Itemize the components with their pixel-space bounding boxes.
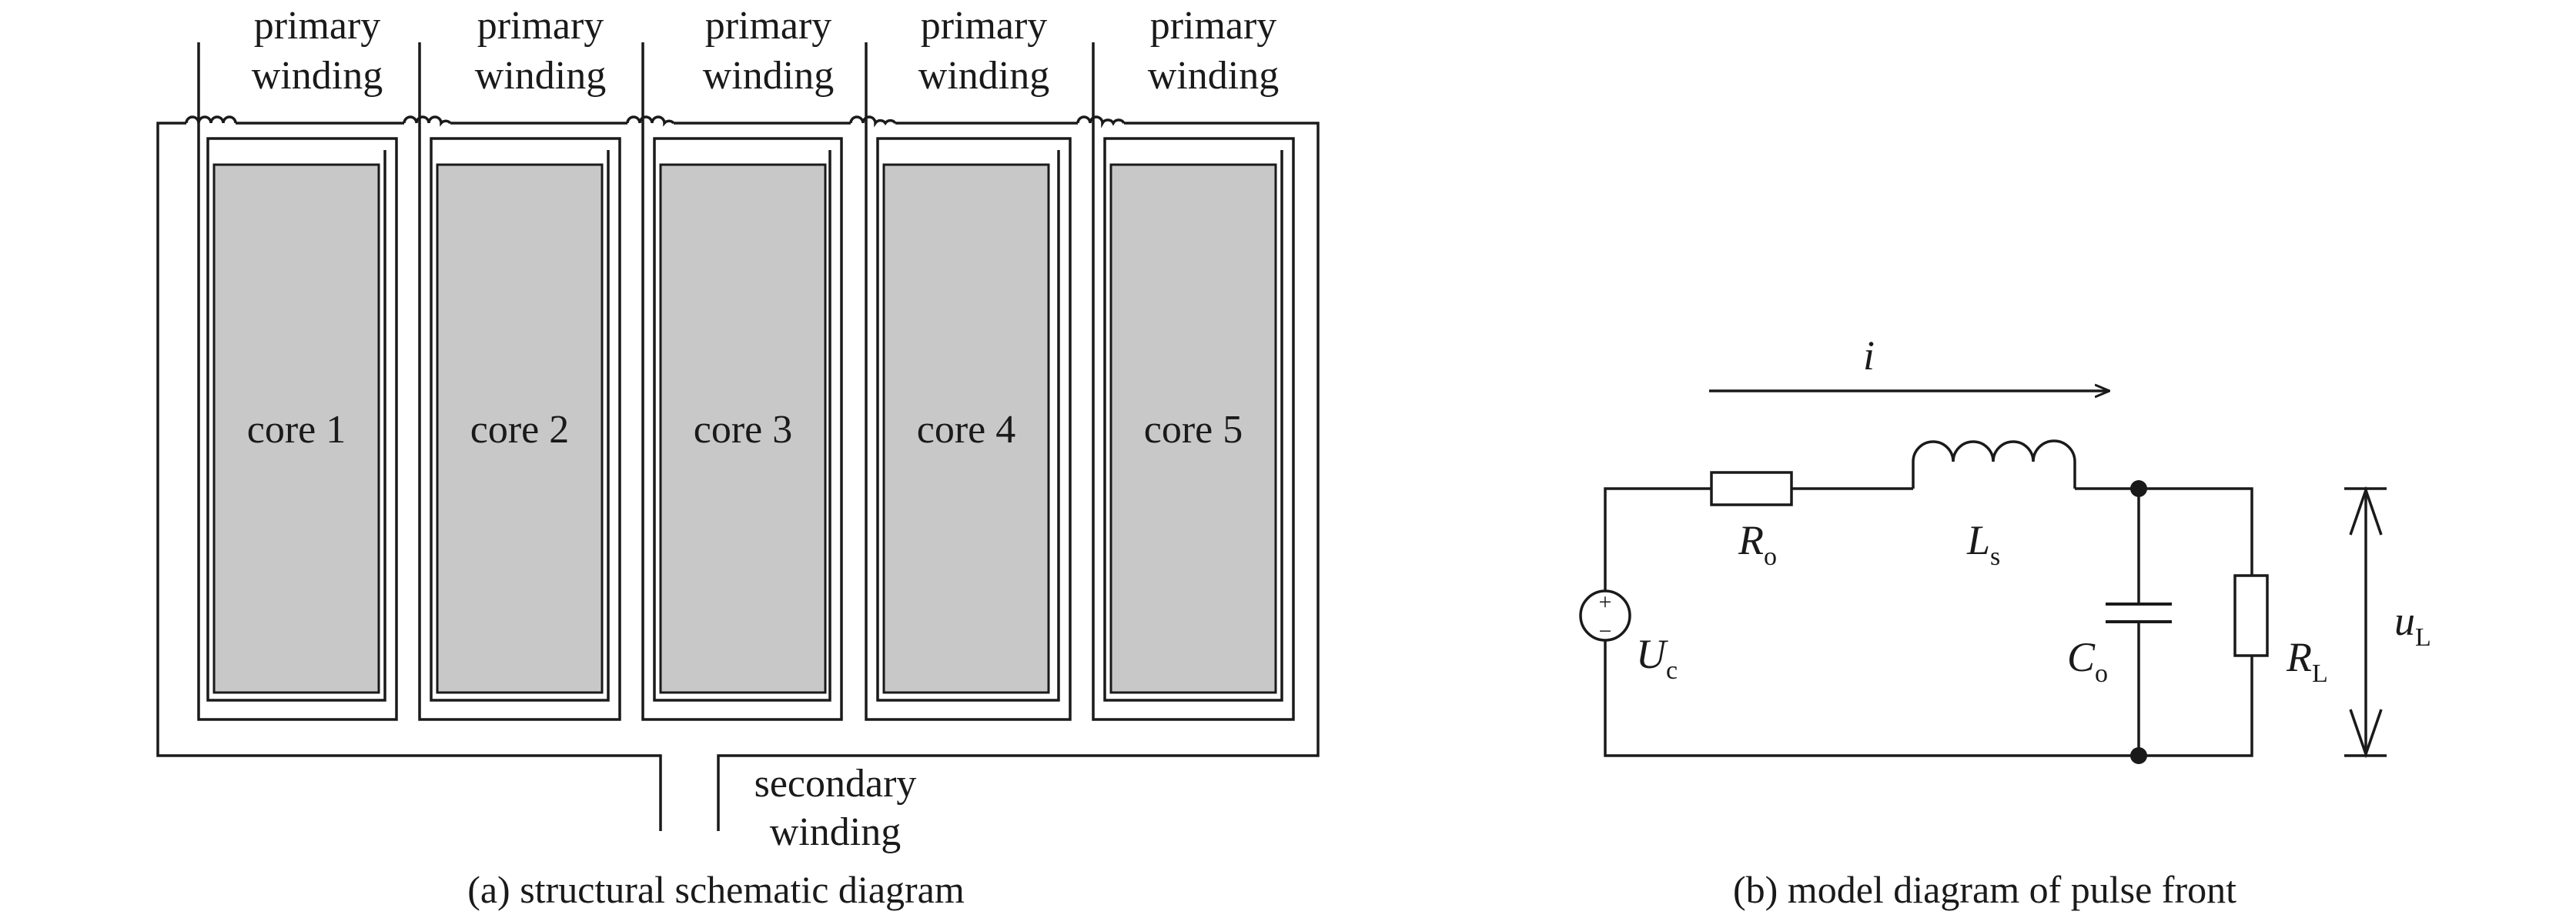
primary-winding-5-line2: winding (1148, 54, 1279, 98)
core-unit-5: core 5 primary winding (1076, 4, 1295, 721)
inductor (1912, 439, 2076, 489)
caption-b: (b) model diagram of pulse front (1733, 868, 2236, 911)
core-2 (436, 163, 604, 694)
core-unit-3: core 3 primary winding (626, 4, 843, 721)
core-4-label: core 4 (917, 408, 1015, 452)
primary-winding-2-line2: winding (475, 54, 606, 98)
core-unit-2: core 2 primary winding (403, 4, 621, 721)
primary-winding-2-line1: primary (477, 4, 604, 48)
core-2-label: core 2 (470, 408, 569, 452)
current-label: i (1863, 332, 1875, 379)
core-4 (882, 163, 1050, 694)
core-1-label: core 1 (247, 408, 346, 452)
series-resistor (1710, 471, 1793, 506)
secondary-winding-line2: winding (770, 810, 901, 854)
source-label: Uc (1636, 631, 1678, 685)
load-resistor (2233, 574, 2269, 657)
load-resistor-label: RL (2286, 634, 2328, 688)
primary-winding-1-line1: primary (254, 4, 381, 48)
primary-winding-3-line1: primary (705, 4, 832, 48)
capacitor (2106, 603, 2172, 623)
primary-winding-5-line1: primary (1150, 4, 1277, 48)
secondary-winding-line1: secondary (754, 762, 917, 806)
core-unit-4: core 4 primary winding (849, 4, 1072, 721)
source-plus-sign: + (1599, 589, 1612, 615)
series-resistor-label: Ro (1738, 517, 1777, 571)
primary-winding-4-line1: primary (921, 4, 1048, 48)
circuit-model: i + − Uc Ro Ls Co RL uL (b) model diagra… (1579, 332, 2431, 911)
core-1 (212, 163, 380, 694)
structural-schematic: core 1 primary winding core 2 primary wi… (156, 4, 1320, 911)
capacitor-label: Co (2067, 634, 2108, 688)
secondary-winding-loop (156, 122, 1320, 831)
primary-winding-3-line2: winding (703, 54, 834, 98)
core-3 (659, 163, 827, 694)
core-3-label: core 3 (694, 408, 792, 452)
core-unit-1: core 1 primary winding (185, 4, 398, 721)
inductor-label: Ls (1966, 517, 2000, 571)
voltage-label: uL (2394, 598, 2431, 652)
voltage-source: + − (1579, 589, 1631, 644)
core-5 (1109, 163, 1277, 694)
node-top (2130, 480, 2147, 497)
source-minus-sign: − (1599, 619, 1612, 644)
circuit-wires (1604, 487, 2253, 757)
primary-winding-1-line2: winding (252, 54, 383, 98)
voltage-indicator (2344, 486, 2387, 759)
primary-winding-4-line2: winding (918, 54, 1049, 98)
core-5-label: core 5 (1144, 408, 1243, 452)
node-bottom (2130, 747, 2147, 764)
caption-a: (a) structural schematic diagram (467, 868, 965, 911)
